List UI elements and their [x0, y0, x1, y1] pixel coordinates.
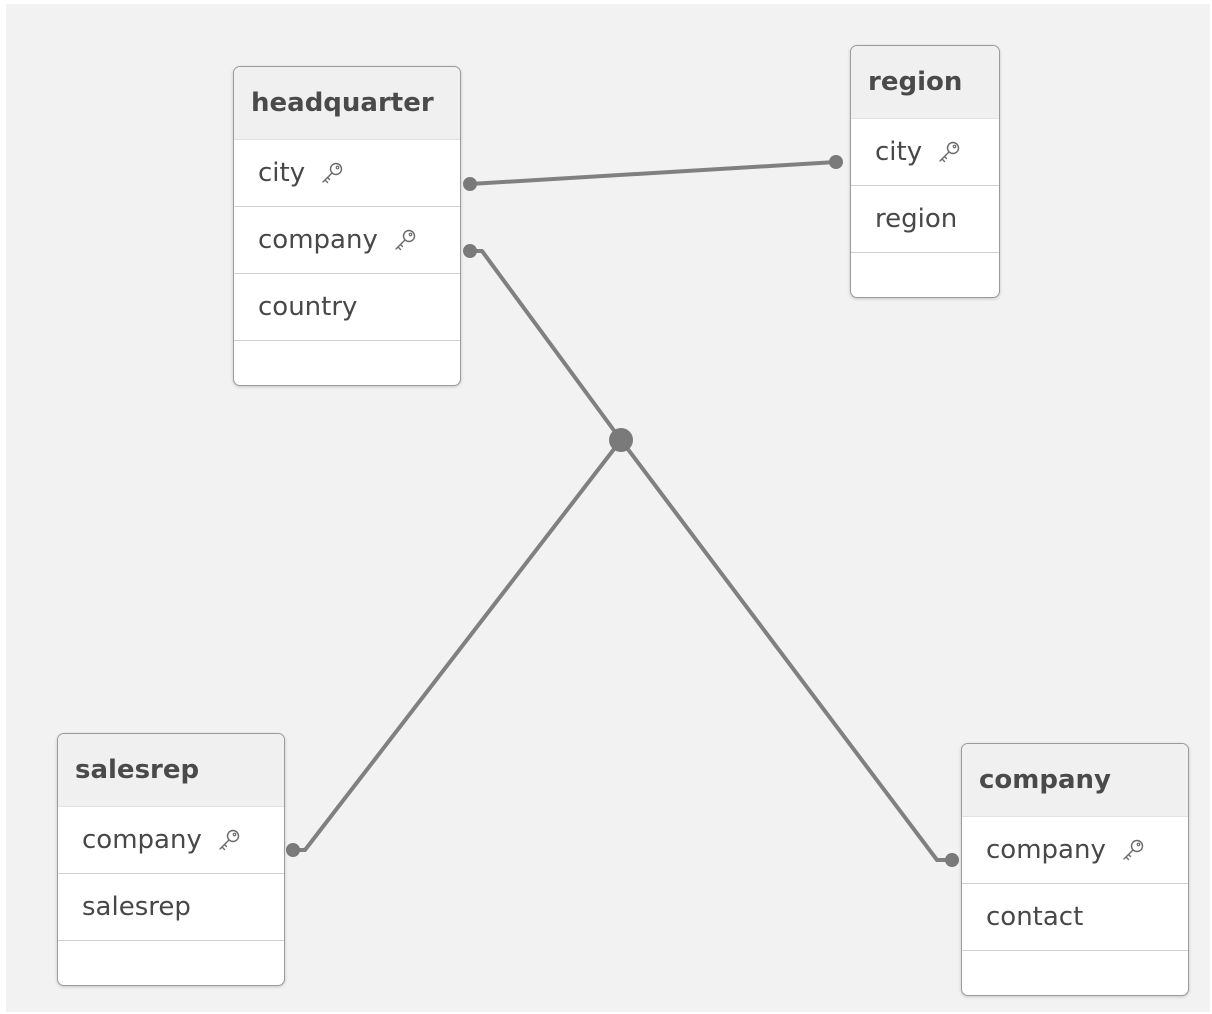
table-company[interactable]: company company contact — [961, 743, 1189, 996]
field-label: region — [875, 204, 958, 234]
table-footer — [234, 341, 460, 385]
table-footer — [58, 941, 284, 985]
field-label: contact — [986, 902, 1084, 932]
field-label: company — [258, 225, 378, 255]
field-label: country — [258, 292, 358, 322]
table-headquarter[interactable]: headquarter city company country — [233, 66, 461, 386]
field-label: company — [82, 825, 202, 855]
field-region[interactable]: region — [851, 186, 999, 253]
table-salesrep[interactable]: salesrep company salesrep — [57, 733, 285, 986]
field-salesrep[interactable]: salesrep — [58, 874, 284, 941]
table-title: salesrep — [58, 734, 284, 807]
key-icon — [936, 139, 962, 165]
field-company[interactable]: company — [234, 207, 460, 274]
table-region[interactable]: region city region — [850, 45, 1000, 298]
field-label: city — [258, 158, 306, 188]
key-icon — [392, 227, 418, 253]
field-company[interactable]: company — [58, 807, 284, 874]
table-title: region — [851, 46, 999, 119]
field-country[interactable]: country — [234, 274, 460, 341]
field-city[interactable]: city — [234, 140, 460, 207]
key-icon — [319, 160, 345, 186]
table-title: company — [962, 744, 1188, 817]
field-city[interactable]: city — [851, 119, 999, 186]
field-contact[interactable]: contact — [962, 884, 1188, 951]
table-title: headquarter — [234, 67, 460, 140]
key-icon — [216, 827, 242, 853]
table-footer — [962, 951, 1188, 995]
field-label: salesrep — [82, 892, 191, 922]
table-footer — [851, 253, 999, 297]
key-icon — [1120, 837, 1146, 863]
field-label: city — [875, 137, 923, 167]
field-label: company — [986, 835, 1106, 865]
field-company[interactable]: company — [962, 817, 1188, 884]
